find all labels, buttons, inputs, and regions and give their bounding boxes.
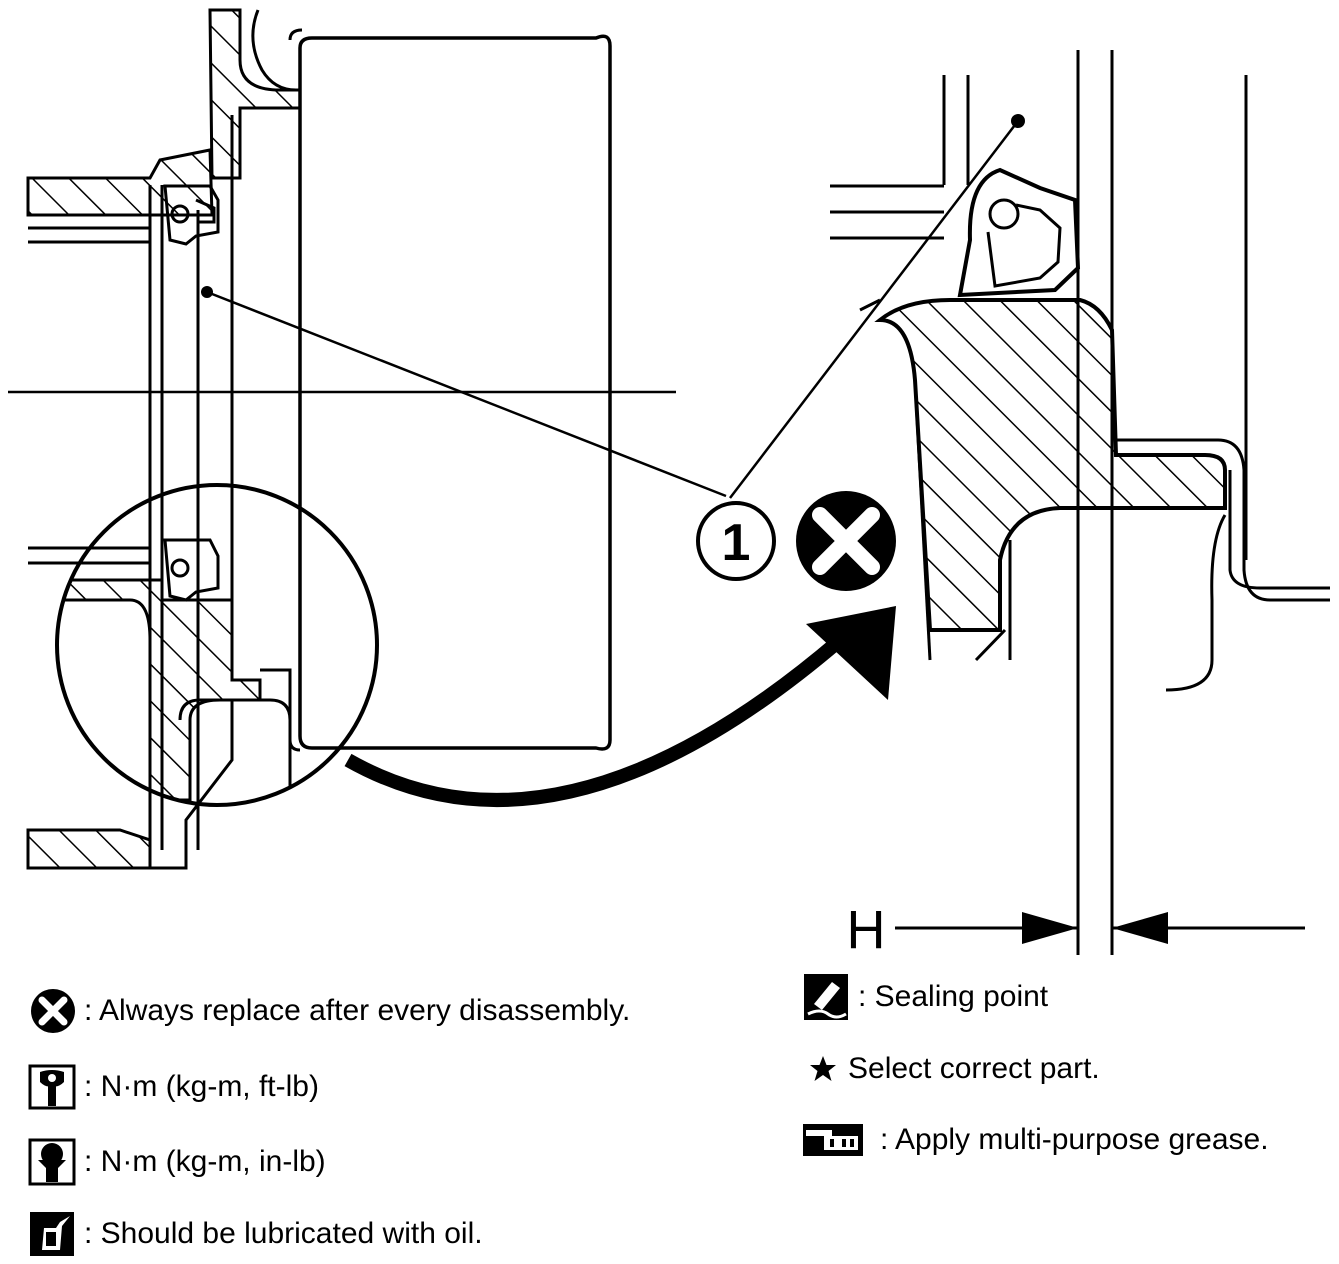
magnify-arrow [344, 606, 896, 807]
legend-grease-text: : Apply multi-purpose grease. [880, 1123, 1269, 1156]
enlarged-detail: H [729, 50, 1330, 960]
legend-sealing-point: : Sealing point [802, 972, 1048, 1022]
legend-torque-ftlb-text: : N·m (kg-m, ft-lb) [84, 1070, 319, 1103]
torque-wrench-filled-icon [28, 1138, 76, 1186]
legend-torque-inlb-text: : N·m (kg-m, in-lb) [84, 1145, 326, 1178]
replace-x-icon [796, 491, 896, 591]
left-cross-section [8, 8, 727, 870]
oil-seal-installation-diagram: 1 H [8, 8, 1330, 960]
legend-grease: : Apply multi-purpose grease. [802, 1122, 1269, 1158]
legend-torque-ftlb: : N·m (kg-m, ft-lb) [28, 1064, 319, 1110]
grease-gun-icon [803, 1124, 863, 1156]
legend-replace-text: : Always replace after every disassembly… [84, 994, 631, 1027]
sealant-tube-icon [804, 974, 848, 1020]
legend-lubricate-oil-text: : Should be lubricated with oil. [84, 1217, 483, 1250]
callout-number: 1 [722, 514, 751, 572]
torque-wrench-icon [28, 1064, 76, 1110]
dimension-h-label: H [847, 900, 886, 960]
legend-select-part: Select correct part. [808, 1052, 1100, 1086]
legend-torque-inlb: : N·m (kg-m, in-lb) [28, 1138, 326, 1186]
detail-zoom-circle [55, 483, 379, 807]
legend-sealing-point-text: : Sealing point [858, 980, 1049, 1013]
legend-lubricate-oil: : Should be lubricated with oil. [28, 1210, 483, 1258]
legend-replace: : Always replace after every disassembly… [28, 988, 630, 1034]
legend-select-part-text: Select correct part. [848, 1052, 1100, 1085]
part-callout-1: 1 [696, 501, 776, 581]
oil-can-icon [30, 1212, 74, 1256]
replace-x-icon [31, 989, 75, 1033]
star-icon [810, 1056, 836, 1081]
